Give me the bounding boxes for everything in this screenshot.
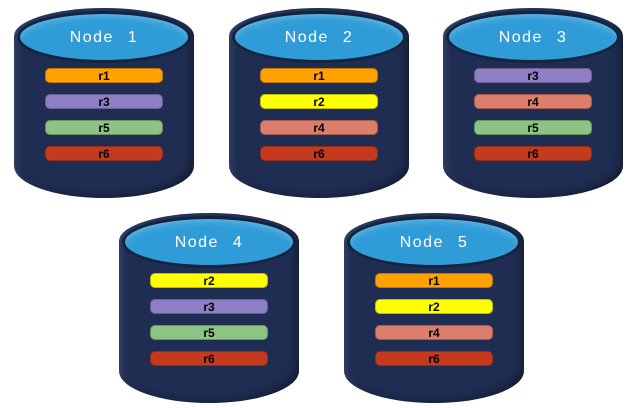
node-title: Node 3 xyxy=(498,29,568,46)
cylinder-top-ellipse: Node 2 xyxy=(232,11,406,63)
cylinder-top-ellipse: Node 5 xyxy=(347,216,521,268)
cylinder-top-ellipse: Node 3 xyxy=(446,11,620,63)
replica-list: r3 r4 r5 r6 xyxy=(474,68,592,161)
replica-bar: r1 xyxy=(260,68,378,83)
replica-bar: r4 xyxy=(474,94,592,109)
replica-bar: r5 xyxy=(474,120,592,135)
replica-bar: r1 xyxy=(375,273,493,288)
replica-bar: r6 xyxy=(260,146,378,161)
cylinder-top-ellipse: Node 1 xyxy=(17,11,191,63)
replica-bar: r3 xyxy=(474,68,592,83)
replica-bar: r6 xyxy=(474,146,592,161)
replica-bar: r5 xyxy=(150,325,268,340)
replica-bar: r6 xyxy=(375,351,493,366)
replica-list: r1 r2 r4 r6 xyxy=(260,68,378,161)
replica-bar: r6 xyxy=(150,351,268,366)
replica-bar: r4 xyxy=(375,325,493,340)
node-title: Node 2 xyxy=(284,29,354,46)
node-title: Node 5 xyxy=(399,234,469,251)
replica-list: r1 r3 r5 r6 xyxy=(45,68,163,161)
replica-bar: r4 xyxy=(260,120,378,135)
node-title: Node 4 xyxy=(174,234,244,251)
replica-bar: r5 xyxy=(45,120,163,135)
replica-bar: r6 xyxy=(45,146,163,161)
replica-bar: r3 xyxy=(150,299,268,314)
db-node: Node 4 r2 r3 r5 r6 xyxy=(119,213,299,403)
node-title: Node 1 xyxy=(69,29,139,46)
replica-list: r1 r2 r4 r6 xyxy=(375,273,493,366)
replica-bar: r1 xyxy=(45,68,163,83)
replica-bar: r2 xyxy=(375,299,493,314)
db-node: Node 5 r1 r2 r4 r6 xyxy=(344,213,524,403)
replica-bar: r2 xyxy=(260,94,378,109)
db-node: Node 2 r1 r2 r4 r6 xyxy=(229,8,409,198)
replica-bar: r3 xyxy=(45,94,163,109)
db-node: Node 3 r3 r4 r5 r6 xyxy=(443,8,623,198)
replica-list: r2 r3 r5 r6 xyxy=(150,273,268,366)
cylinder-top-ellipse: Node 4 xyxy=(122,216,296,268)
db-node: Node 1 r1 r3 r5 r6 xyxy=(14,8,194,198)
replica-bar: r2 xyxy=(150,273,268,288)
